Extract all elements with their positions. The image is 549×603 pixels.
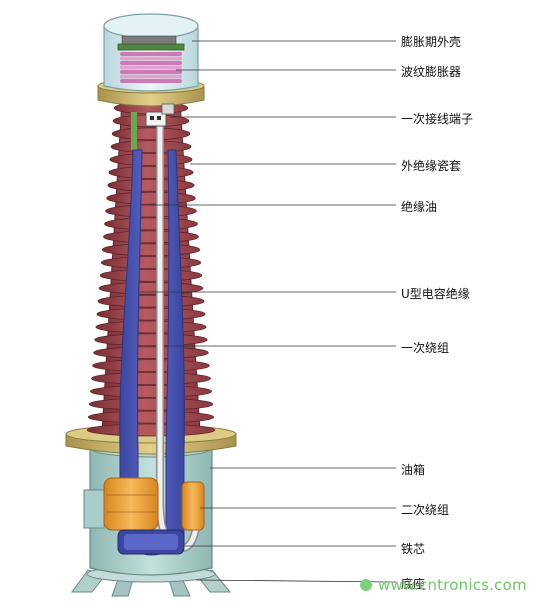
bellows-ring: [120, 79, 182, 83]
porcelain-shed: [104, 217, 198, 231]
porcelain-shed: [107, 178, 195, 192]
porcelain-shed: [90, 384, 212, 398]
porcelain-shed: [95, 320, 207, 334]
bellows-ring: [120, 61, 182, 65]
leader-lines: [140, 40, 397, 583]
bellows-ring: [120, 74, 182, 79]
expansion-dome: [103, 13, 199, 92]
porcelain-shed: [93, 346, 209, 360]
porcelain-shed: [92, 359, 210, 373]
label-bellows-expander: 波纹膨胀器: [401, 65, 462, 79]
porcelain-shed: [86, 423, 216, 437]
porcelain-shed: [103, 230, 199, 244]
porcelain-shed: [98, 281, 204, 295]
porcelain-shed: [100, 256, 202, 270]
porcelain-shed: [94, 333, 208, 347]
bellows-ring: [120, 65, 182, 70]
primary-terminal-block: [145, 103, 175, 127]
label-expansion-shell: 膨胀期外壳: [401, 35, 462, 49]
label-u-capacitor: U型电容绝缘: [401, 287, 470, 301]
iron-core-body: [117, 529, 185, 555]
secondary-winding-coils: [103, 477, 205, 531]
porcelain-shed: [105, 204, 197, 218]
watermark-logo-icon: [360, 579, 372, 591]
inner-green-stripe: [131, 112, 137, 150]
bellows-ring: [120, 56, 182, 61]
label-oil-tank: 油箱: [401, 463, 426, 477]
porcelain-shed: [97, 294, 205, 308]
porcelain-shed: [109, 153, 193, 166]
porcelain-shed: [91, 372, 211, 385]
porcelain-shed: [110, 140, 192, 154]
porcelain-shed: [87, 410, 215, 424]
porcelain-shed: [106, 191, 196, 205]
porcelain-shed: [108, 165, 194, 179]
porcelain-shed: [96, 307, 206, 321]
label-outer-bushing: 外绝缘瓷套: [401, 159, 462, 173]
u-capacitor-body: [119, 149, 185, 556]
porcelain-shed: [99, 268, 203, 282]
porcelain-shed: [111, 127, 191, 141]
porcelain-shed: [102, 243, 200, 257]
label-primary-terminal: 一次接线端子: [401, 112, 474, 126]
label-base: 底座: [401, 577, 426, 591]
label-secondary-winding: 二次绕组: [401, 503, 450, 517]
bellows-ring: [120, 52, 182, 56]
outer-bushing-body: [86, 99, 216, 437]
label-primary-winding: 一次绕组: [401, 341, 450, 355]
label-insulating-oil: 绝缘油: [401, 200, 438, 214]
bellows-ring: [120, 70, 182, 74]
label-iron-core: 铁芯: [401, 542, 426, 556]
watermark-text: www.cntronics.com: [378, 576, 527, 594]
porcelain-shed: [88, 397, 214, 411]
